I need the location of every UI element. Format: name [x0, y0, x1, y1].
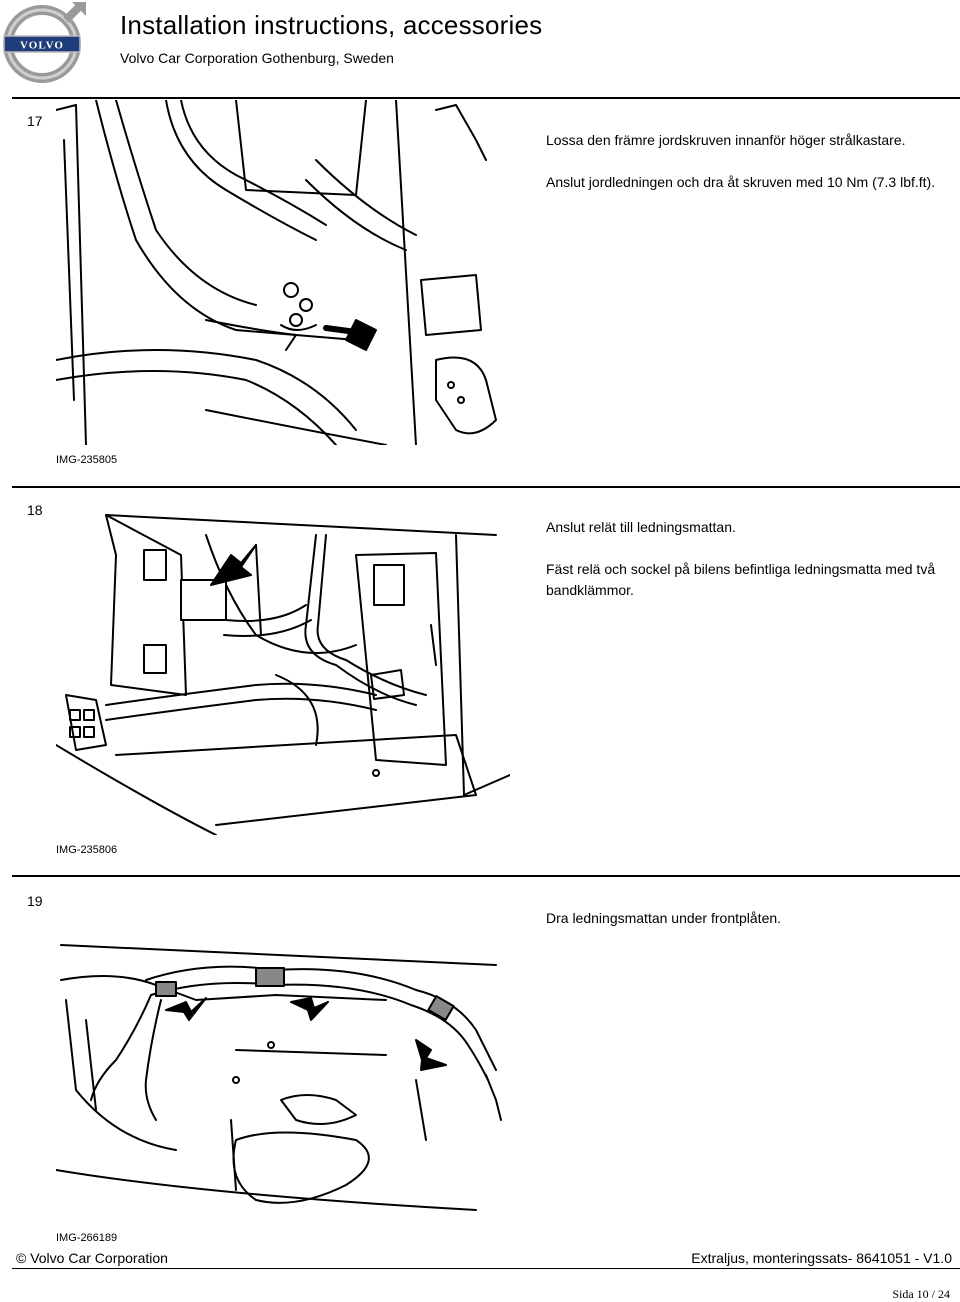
step-18-text-1: Anslut relät till ledningsmattan. [546, 519, 736, 535]
step-17-text-1: Lossa den främre jordskruven innanför hö… [546, 132, 906, 148]
svg-text:VOLVO: VOLVO [20, 40, 64, 52]
step-17-illustration [56, 100, 500, 445]
footer-document-id: Extraljus, monteringssats- 8641051 - V1.… [691, 1250, 952, 1266]
step-17-instructions: Lossa den främre jordskruven innanför hö… [546, 130, 946, 214]
step-19-illustration [56, 940, 506, 1220]
step-18-image-id: IMG-235806 [56, 844, 118, 856]
step-18-text-2: Fäst relä och sockel på bilens befintlig… [546, 561, 936, 598]
step-19-divider [12, 875, 960, 877]
step-18-illustration [56, 495, 510, 835]
step-19-text-1: Dra ledningsmattan under frontplåten. [546, 910, 782, 926]
step-18-instructions: Anslut relät till ledningsmattan. Fäst r… [546, 517, 946, 622]
step-17-divider [12, 97, 960, 99]
page-subtitle: Volvo Car Corporation Gothenburg, Sweden [120, 50, 394, 66]
page-number: Sida 10 / 24 [892, 1287, 950, 1301]
step-19-image-id: IMG-266189 [56, 1232, 118, 1244]
step-19-number: 19 [27, 893, 43, 909]
step-17-image-id: IMG-235805 [56, 454, 118, 466]
footer-copyright: © Volvo Car Corporation [16, 1250, 168, 1266]
footer-divider [12, 1268, 960, 1269]
step-17-text-2: Anslut jordledningen och dra åt skruven … [546, 174, 936, 190]
step-19-instructions: Dra ledningsmattan under frontplåten. [546, 908, 946, 950]
page-title: Installation instructions, accessories [120, 10, 543, 40]
step-18-number: 18 [27, 502, 43, 518]
step-17-number: 17 [27, 113, 43, 129]
volvo-logo: VOLVO [0, 0, 86, 86]
step-18-divider [12, 486, 960, 488]
